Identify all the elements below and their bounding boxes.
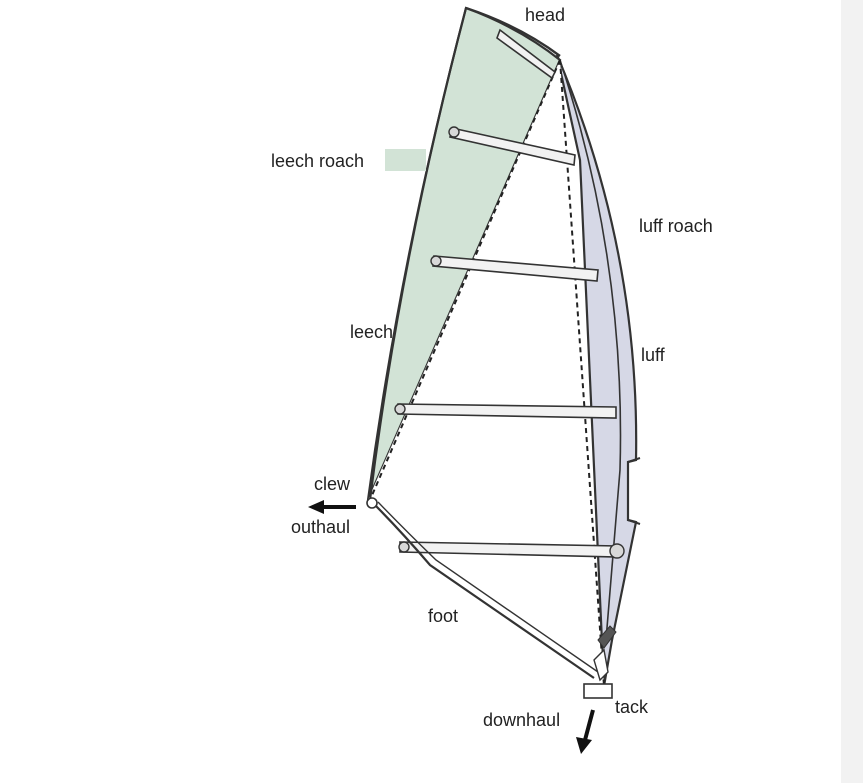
label-foot: foot	[428, 606, 458, 626]
label-outhaul: outhaul	[291, 517, 350, 537]
luff-dashed-line	[559, 59, 605, 687]
battens	[397, 28, 619, 558]
sail-body	[368, 60, 604, 686]
leech-dashed-line	[369, 59, 561, 501]
mast-line	[559, 59, 622, 641]
batten-caps	[394, 126, 625, 559]
mast-cutout	[627, 457, 641, 525]
label-head: head	[525, 5, 565, 25]
label-clew: clew	[314, 474, 351, 494]
tack-fitting	[583, 625, 617, 699]
leech-line	[368, 7, 468, 501]
label-luff-roach: luff roach	[639, 216, 713, 236]
downhaul-arrow	[576, 709, 595, 754]
label-leech: leech	[350, 322, 393, 342]
right-margin-strip	[841, 0, 863, 783]
clew-arrow	[308, 500, 356, 514]
label-leech-roach: leech roach	[271, 151, 364, 171]
clew-ring	[366, 497, 378, 509]
foot-line-inner	[377, 501, 599, 673]
label-downhaul: downhaul	[483, 710, 560, 730]
label-tack: tack	[615, 697, 649, 717]
label-luff: luff	[641, 345, 666, 365]
foot-line	[371, 501, 595, 679]
head-top	[465, 6, 561, 57]
leech-roach-swatch	[385, 149, 426, 171]
batten-1	[496, 28, 557, 80]
